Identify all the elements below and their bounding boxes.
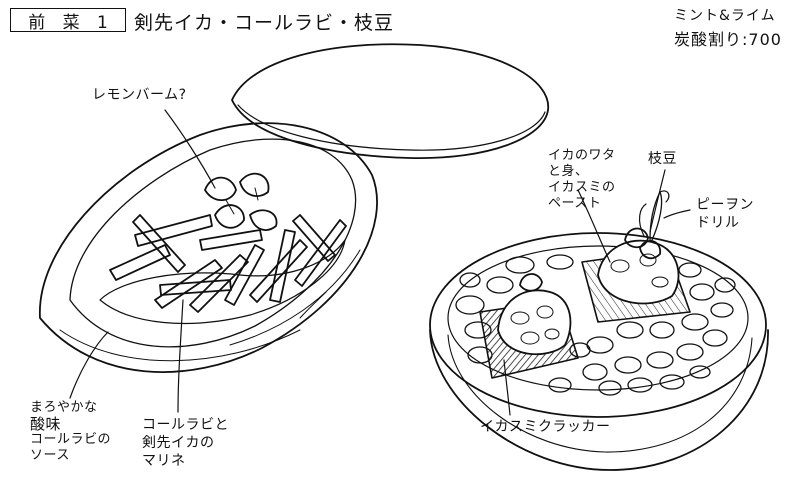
label-pea-shoot: ピーヲン ドリル	[696, 196, 754, 232]
label-cracker: イカスミクラッカー	[480, 419, 611, 435]
right-round-bowl	[429, 190, 769, 471]
label-paste-line4: ペースト	[548, 196, 602, 211]
label-marinade: コールラビと 剣先イカの マリネ	[142, 416, 229, 470]
drink-price: 炭酸割り:700	[674, 30, 782, 49]
course-label-box: 前 菜 1	[10, 8, 126, 33]
label-paste-line1: イカのワタ	[548, 148, 616, 163]
label-sauce-line1: まろやかな	[30, 400, 98, 415]
course-label: 前 菜 1	[28, 12, 114, 33]
label-pea-shoot-line2: ドリル	[696, 215, 740, 231]
label-marinade-line2: 剣先イカの	[142, 435, 215, 451]
label-paste: イカのワタ と身、 イカスミの ペースト	[548, 148, 616, 212]
left-shell-bowl	[39, 43, 549, 373]
label-sauce: まろやかな 酸味 コールラビの ソース	[30, 400, 111, 464]
label-marinade-line3: マリネ	[142, 453, 186, 469]
label-marinade-line1: コールラビと	[142, 417, 229, 433]
label-sauce-line3: コールラビの	[30, 432, 112, 447]
label-sauce-line2: 酸味	[30, 415, 62, 433]
label-edamame: 枝豆	[648, 151, 677, 167]
label-paste-line3: イカスミの	[548, 180, 616, 195]
label-sauce-line4: ソース	[30, 448, 70, 463]
drink-name: ミント&ライム	[674, 8, 776, 24]
dish-name: 剣先イカ・コールラビ・枝豆	[134, 12, 395, 34]
label-paste-line2: と身、	[548, 164, 589, 179]
leader-lines	[69, 109, 691, 416]
label-lemon-balm: レモンバーム?	[92, 87, 187, 103]
label-pea-shoot-line1: ピーヲン	[696, 197, 754, 213]
